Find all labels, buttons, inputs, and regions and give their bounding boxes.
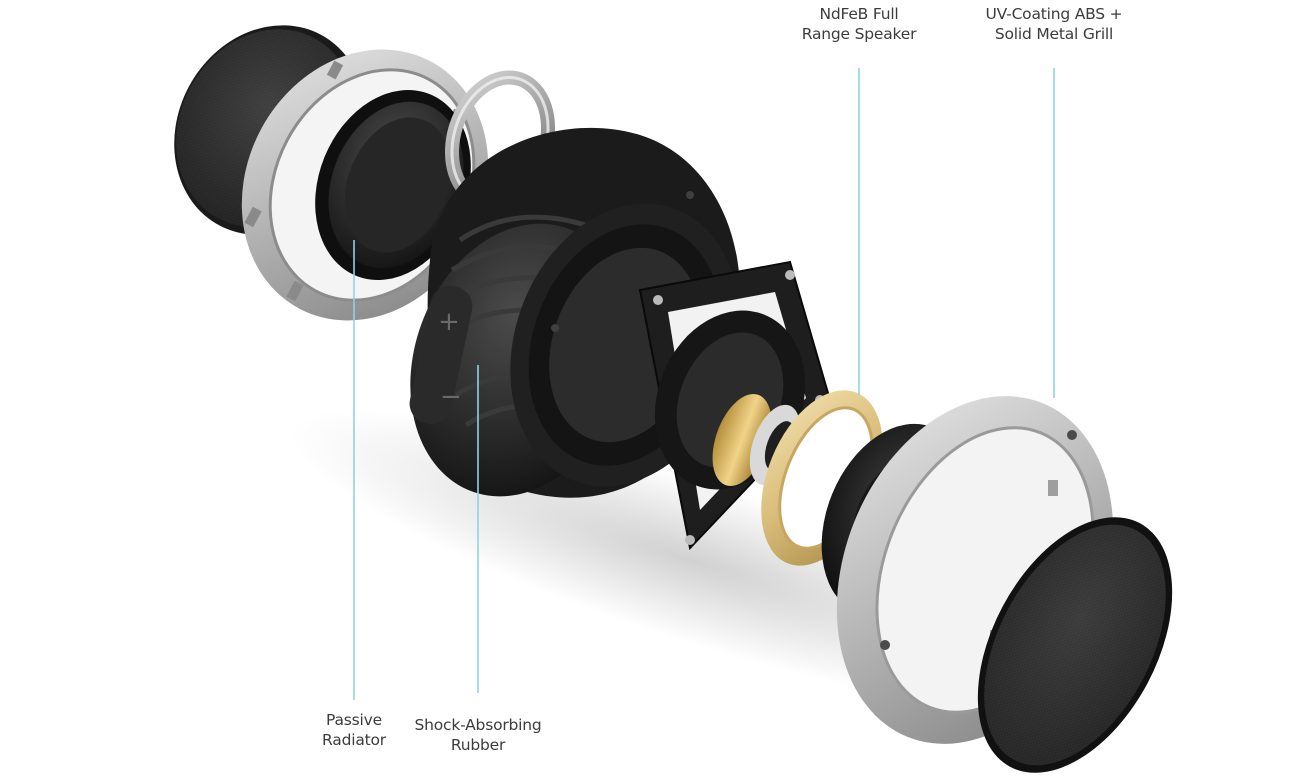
label-ndfeb-speaker: NdFeB Full Range Speaker: [789, 4, 929, 44]
label-passive-radiator: Passive Radiator: [294, 710, 414, 750]
label-rubber-line2: Rubber: [450, 736, 506, 754]
label-passive-radiator-line1: Passive: [326, 711, 382, 729]
volume-down-icon: −: [440, 382, 462, 412]
metal-grill: [977, 517, 1173, 773]
volume-up-icon: +: [438, 307, 460, 337]
label-uv-line2: Solid Metal Grill: [994, 25, 1114, 43]
label-uv-line1: UV-Coating ABS +: [985, 5, 1123, 23]
passive-radiator: [315, 90, 471, 280]
label-passive-radiator-line2: Radiator: [322, 731, 386, 749]
label-rubber-line1: Shock-Absorbing: [414, 716, 542, 734]
label-uv-coating-grill: UV-Coating ABS + Solid Metal Grill: [964, 4, 1144, 44]
label-ndfeb-line2: Range Speaker: [801, 25, 917, 43]
label-ndfeb-line1: NdFeB Full: [819, 5, 899, 23]
label-shock-absorbing-rubber: Shock-Absorbing Rubber: [398, 715, 558, 755]
